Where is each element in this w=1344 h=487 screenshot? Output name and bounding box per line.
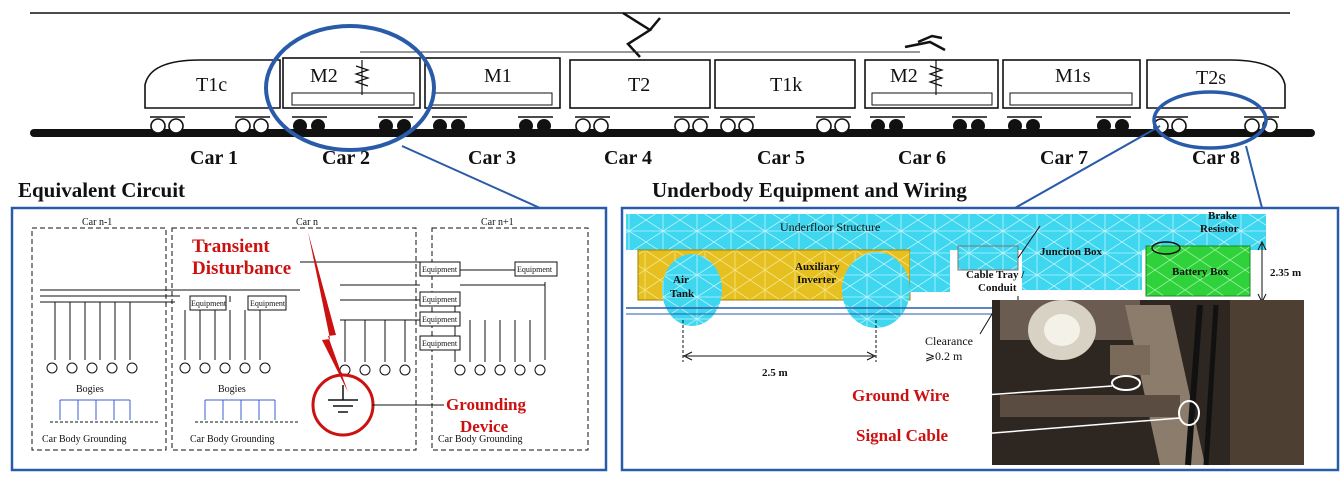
- clearance-label: ⩾0.2 m: [925, 349, 963, 363]
- car-label: Car 2: [322, 147, 370, 169]
- signal-cable-label: Signal Cable: [856, 426, 949, 445]
- zoom-line: [1245, 145, 1263, 209]
- callout-line: [1017, 225, 1041, 259]
- aux-inverter-label: Inverter: [797, 274, 836, 286]
- car-label: Car 5: [757, 147, 805, 169]
- air-tank-label: Air: [673, 274, 689, 286]
- ground-wire-label: Ground Wire: [852, 386, 950, 405]
- bogies-label: Bogies: [76, 384, 104, 395]
- car-body: [569, 59, 711, 109]
- car-code: T2s: [1196, 67, 1226, 89]
- grounding-label: Car Body Grounding: [190, 434, 274, 445]
- underfloor-label: Underfloor Structure: [780, 220, 880, 234]
- grounding-device-label: Grounding: [446, 395, 527, 414]
- section-title-equivalent-circuit: Equivalent Circuit: [18, 178, 185, 202]
- car-next-label: Car n+1: [481, 217, 514, 228]
- spacing-label: 2.5 m: [762, 367, 788, 379]
- transient-label: Disturbance: [192, 258, 291, 279]
- grounding-label: Car Body Grounding: [42, 434, 126, 445]
- battery-box: [1145, 245, 1251, 297]
- ground-symbol-icon: [328, 385, 358, 413]
- air-tank-label: Tank: [670, 288, 695, 300]
- car-code: T1k: [770, 74, 802, 96]
- grounding-label: Car Body Grounding: [438, 434, 522, 445]
- car-body: [424, 57, 561, 109]
- equipment-label: Equipment: [422, 339, 458, 348]
- equipment-boxes: [189, 261, 558, 351]
- equipment-label: Equipment: [517, 265, 553, 274]
- underbody-module: [910, 250, 950, 292]
- underfloor-structure: [626, 214, 1266, 250]
- equipment-label: Equipment: [422, 265, 458, 274]
- car-body: [282, 57, 421, 109]
- car-label: Car 6: [898, 147, 946, 169]
- car-body: [1002, 59, 1141, 109]
- car-body: [714, 59, 856, 109]
- highlight-ellipse-car8: [1152, 90, 1268, 150]
- cable-tray-label: Conduit: [978, 282, 1017, 294]
- car-code: M1: [484, 65, 512, 87]
- equipment-label: Equipment: [422, 315, 458, 324]
- wheel-mesh: [842, 252, 910, 328]
- brake-resistor-label: Resistor: [1200, 223, 1239, 235]
- equipment-label: Equipment: [250, 299, 286, 308]
- spring-icon: [354, 60, 370, 95]
- underbody-photo: [992, 300, 1304, 466]
- equipment-label: Equipment: [422, 295, 458, 304]
- car-prev-label: Car n-1: [82, 217, 112, 228]
- zoom-line: [1014, 125, 1161, 209]
- cable-tray: [957, 245, 1019, 271]
- car-code: T1c: [196, 74, 227, 96]
- car-label: Car 3: [468, 147, 516, 169]
- junction-box: [1022, 246, 1142, 290]
- car-label: Car 8: [1192, 147, 1240, 169]
- pantograph: [622, 11, 661, 58]
- rail: [30, 129, 1315, 137]
- car-label: Car 7: [1040, 147, 1088, 169]
- car-label: Car 1: [190, 147, 238, 169]
- bogie-nodes: [46, 362, 546, 376]
- car-cur-label: Car n: [296, 217, 318, 228]
- aux-inverter-label: Auxiliary: [795, 261, 840, 273]
- ground-wire-marker: [1111, 375, 1141, 391]
- car-code: M1s: [1055, 65, 1091, 87]
- brake-resistor-marker: [1151, 241, 1181, 255]
- car-body: [864, 59, 999, 109]
- cable-tray-label: Cable Tray /: [966, 269, 1025, 281]
- brake-resistor-label: Brake: [1208, 210, 1237, 222]
- car-label: Car 4: [604, 147, 652, 169]
- equipment-label: Equipment: [191, 299, 227, 308]
- zoom-line: [401, 145, 541, 209]
- equivalent-circuit-panel: [10, 206, 608, 472]
- circuit-wiring: [40, 261, 546, 362]
- clearance-label: Clearance: [925, 334, 973, 348]
- pantograph: [904, 34, 946, 52]
- grounding-device-label: Device: [460, 417, 509, 436]
- highlight-ellipse-car2: [264, 24, 436, 152]
- transient-label: Transient: [192, 236, 270, 257]
- bogies-label: Bogies: [218, 384, 246, 395]
- spring-icon: [928, 60, 944, 95]
- lightning-bolt-icon: [308, 232, 348, 392]
- callout-line: [967, 417, 1181, 436]
- car-code: M2: [310, 65, 338, 87]
- callout-line: [969, 385, 1113, 397]
- motor-wheels: [293, 119, 1129, 133]
- height-label: 2.35 m: [1270, 267, 1301, 279]
- car-code: M2: [890, 65, 918, 87]
- junction-box-label: Junction Box: [1040, 246, 1103, 258]
- signal-cable-marker: [1178, 400, 1200, 426]
- spacing-dimension: [682, 320, 877, 362]
- section-title-underbody: Underbody Equipment and Wiring: [652, 178, 967, 202]
- car-code: T2: [628, 74, 650, 96]
- grounding-network: [59, 399, 276, 420]
- battery-box-label: Battery Box: [1172, 266, 1229, 278]
- car-body: [144, 59, 281, 109]
